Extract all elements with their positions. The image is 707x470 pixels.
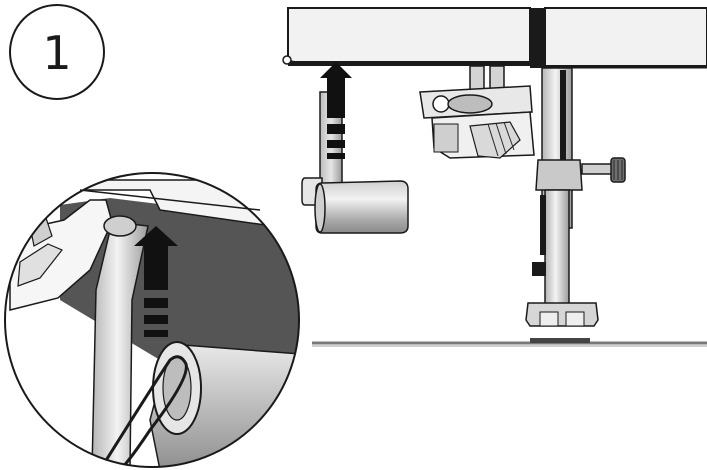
step-number: 1 [42, 26, 71, 80]
tension-mechanism [419, 65, 535, 159]
needle-assembly [525, 67, 626, 327]
knee-lift-bar [301, 91, 409, 234]
needle-plate [312, 338, 707, 347]
step-badge: 1 [9, 4, 105, 100]
zoom-up-arrow-icon [134, 226, 178, 337]
machine-head [282, 7, 707, 69]
up-arrow-icon [320, 62, 352, 159]
